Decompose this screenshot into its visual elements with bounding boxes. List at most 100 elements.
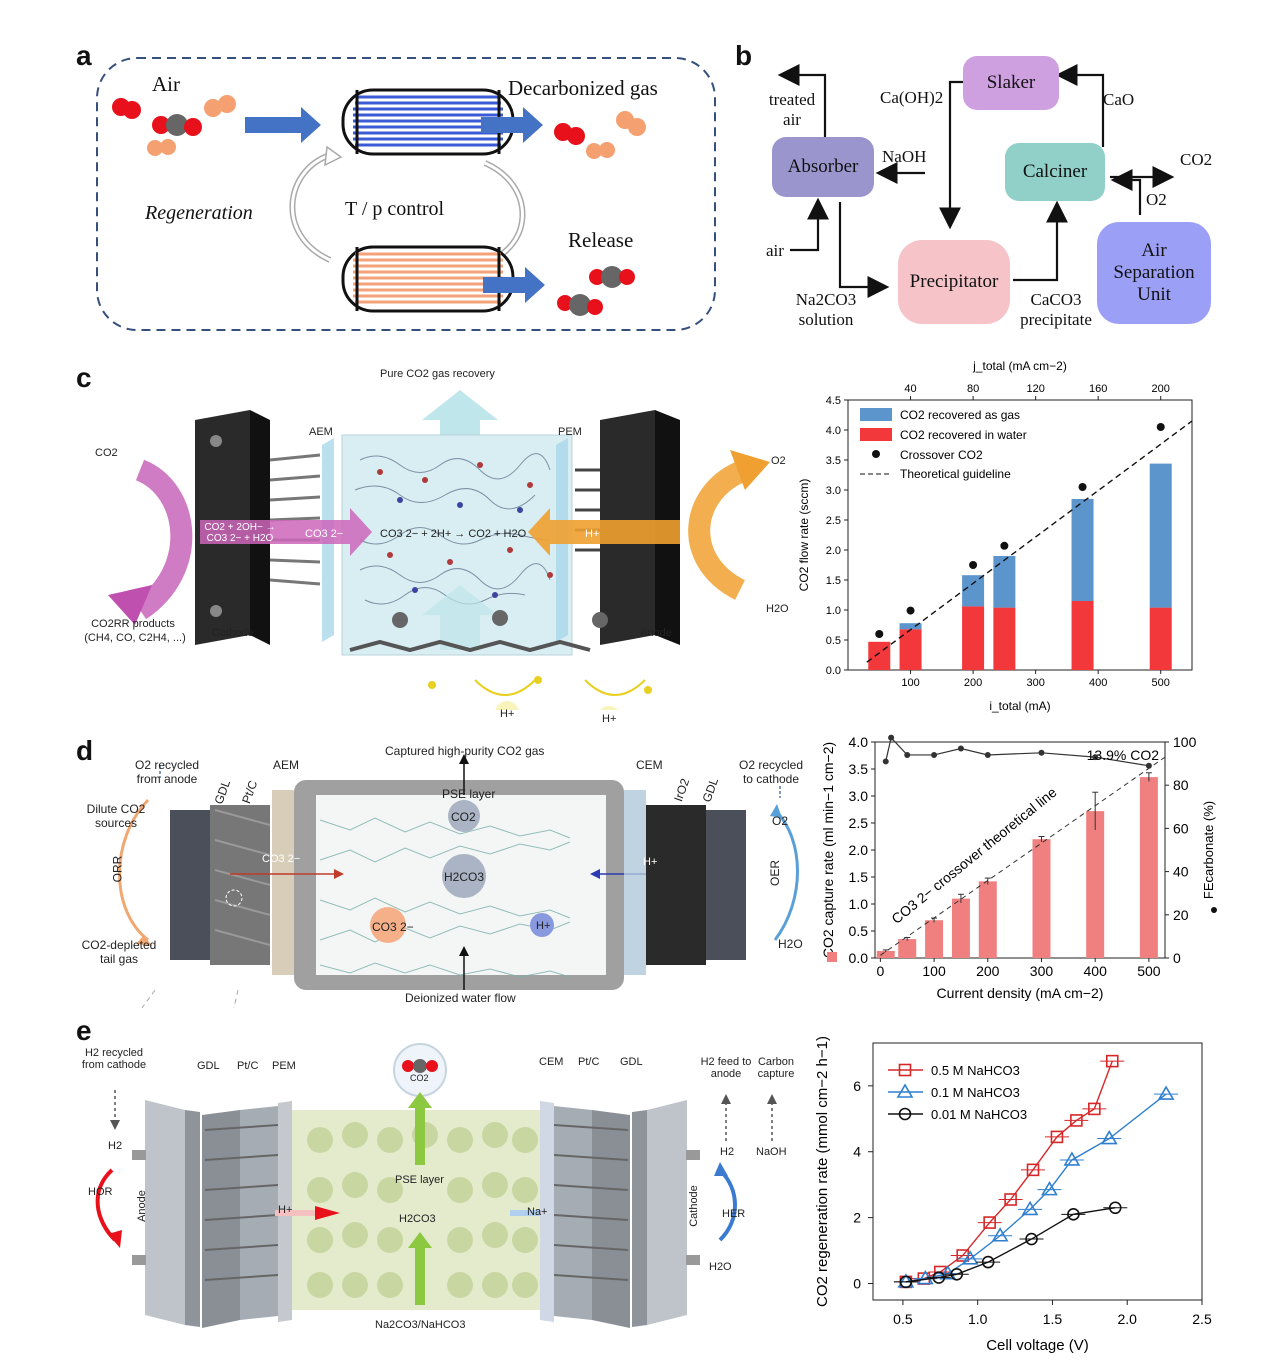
naoh-label: NaOH [882, 147, 927, 166]
chart-d-xtick-label: 400 [1084, 963, 1108, 979]
chart-d-ytick-label: 3.0 [849, 788, 869, 804]
chart-c-bar-water [962, 606, 985, 670]
chart-e-xtick-label: 1.5 [1043, 1311, 1063, 1327]
chart-d-bar [898, 939, 917, 958]
chart-d-xtick-label: 500 [1137, 963, 1161, 979]
c-title: Pure CO2 gas recovery [380, 368, 495, 380]
d-oer: OER [768, 859, 783, 887]
d-hplus-right: H+ [643, 856, 658, 868]
chart-d-bar [1086, 811, 1105, 958]
chart-e-point [950, 1268, 964, 1281]
chart-e-point [1026, 1163, 1040, 1177]
panel-e-schematic [95, 1043, 777, 1328]
chart-e-point [1157, 1085, 1175, 1100]
d-aem: AEM [273, 758, 300, 772]
chart-e-point [1100, 1129, 1118, 1145]
chart-e-legend-marker [898, 1063, 912, 1077]
chart-e-ytick-label: 4 [853, 1144, 861, 1160]
chart-c-x2label: j_total (mA cm−2) [972, 359, 1067, 373]
e-pse: PSE layer [395, 1174, 444, 1186]
chart-d-ytick-label: 2.0 [849, 842, 869, 858]
chart-c-bar-water [1071, 601, 1094, 670]
chart-d-ytick-label: 3.5 [849, 761, 869, 777]
c-hplus-bottom1: H+ [500, 708, 515, 720]
chart-c-bar-gas [962, 575, 985, 607]
chart-d-ylabel-swatch [827, 952, 837, 962]
e-feed: Na2CO3/NaHCO3 [375, 1319, 466, 1331]
chart-d-fe-point [904, 751, 911, 758]
chart-e-point [1025, 1232, 1038, 1246]
panel-a-decarbonized: Decarbonized gas [508, 76, 658, 100]
chart-d-y2label: FEcarbonate (%) [1201, 801, 1216, 899]
d-o2-recycled-anode: O2 recycled from anode [134, 758, 200, 786]
chart-c-bar-water [899, 629, 922, 670]
chart-c-xlabel: i_total (mA) [989, 699, 1050, 713]
c-rxn-left: CO2 + 2OH− → CO3 2− + H2O [204, 522, 276, 544]
slaker-box: Slaker [963, 56, 1059, 110]
chart-e-ylabel: CO2 regeneration rate (mmol cm−2 h−1) [814, 1036, 831, 1307]
e-ptc2: Pt/C [578, 1056, 600, 1068]
chart-e-point [1088, 1102, 1101, 1116]
chart-d-ytick-label: 0.0 [849, 950, 869, 966]
chart-c-ytick-label: 2.5 [826, 515, 841, 527]
chart-d-bar [876, 950, 895, 958]
chart-c-xtick-label: 500 [1152, 677, 1170, 689]
chart-c-crossover-point [875, 630, 884, 638]
calciner-box: Calciner [1005, 143, 1105, 201]
panel-d-schematic [118, 754, 799, 1009]
chart-c-legend-water: CO2 recovered in water [900, 428, 1027, 442]
d-dilute: Dilute CO2 sources [86, 802, 146, 830]
chart-c-bar-gas [1149, 463, 1172, 608]
chart-d-y2tick-label: 100 [1173, 734, 1197, 750]
d-co2: CO2 [451, 810, 476, 824]
chart-d-bar [951, 898, 970, 958]
chart-c-ytick-label: 1.0 [826, 605, 841, 617]
e-her: HER [722, 1208, 746, 1220]
chart-c-legend-swatch-water [860, 428, 892, 441]
panel-a-diagram [96, 57, 716, 331]
d-h2o: H2O [778, 937, 803, 951]
chart-c-ytick-label: 0.5 [826, 635, 841, 647]
chart-e-point [1108, 1201, 1122, 1215]
panel-c-label: c [76, 362, 92, 393]
chart-e-xtick-label: 0.5 [893, 1311, 913, 1327]
d-o2-recycled-cathode: O2 recycled to cathode [738, 758, 804, 786]
chart-e-point [1063, 1151, 1081, 1166]
chart-c-ytick-label: 3.0 [826, 485, 841, 497]
chart-e-frame [872, 1042, 1203, 1301]
e-anode: Anode [135, 1190, 148, 1222]
na2co3-label: Na2CO3 solution [795, 290, 857, 330]
chart-e-point [1105, 1054, 1119, 1068]
chart-d-frame [874, 741, 1166, 959]
asu-box: Air Separation Unit [1097, 222, 1211, 324]
chart-c-xtick-label: 400 [1089, 677, 1107, 689]
chart-d-y2tick-label: 20 [1173, 907, 1189, 923]
c-anode: Anode [640, 627, 672, 639]
e-pem: PEM [272, 1060, 296, 1072]
c-o2: O2 [771, 455, 786, 467]
c-h2o: H2O [766, 603, 789, 615]
d-co3-left: CO3 2− [262, 853, 301, 865]
e-naoh: NaOH [756, 1146, 787, 1158]
chart-c-ylabel: CO2 flow rate (sccm) [797, 479, 811, 592]
chart-e-xtick-label: 1.0 [968, 1311, 988, 1327]
chart-d-fe-point [888, 734, 895, 741]
chart-c-frame [847, 399, 1193, 671]
panel-c-schematic [108, 390, 770, 710]
chart-d-ytick-label: 1.5 [849, 869, 869, 885]
chart-e-point [932, 1271, 946, 1284]
e-hplus: H+ [278, 1204, 293, 1216]
chart-e-point [991, 1227, 1009, 1242]
chart-d-bar [978, 881, 997, 958]
chart-d-fe-point [1092, 754, 1099, 761]
chart-c-x2tick-label: 160 [1089, 383, 1107, 395]
e-co2: CO2 [410, 1073, 429, 1083]
panel-b-label: b [735, 40, 753, 71]
chart-d-ytick-label: 0.5 [849, 923, 869, 939]
chart-e-legend-label: 0.5 M NaHCO3 [931, 1063, 1020, 1078]
chart-d-y2tick-label: 60 [1173, 820, 1189, 836]
chart-c-crossover-point [1156, 423, 1165, 431]
d-water: Deionized water flow [405, 991, 516, 1005]
c-rxn-center: CO3 2− + 2H+ → CO2 + H2O [380, 528, 527, 540]
c-products: CO2RR products [91, 618, 175, 630]
